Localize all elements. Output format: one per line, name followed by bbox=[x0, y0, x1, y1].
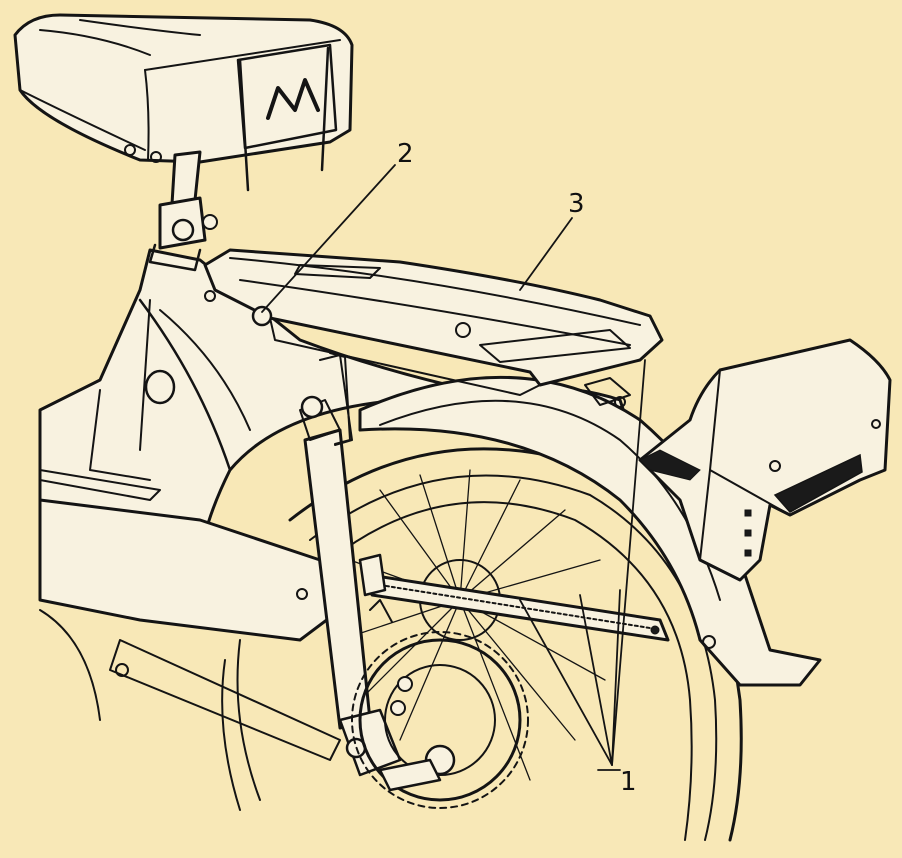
luggage-rack bbox=[203, 248, 664, 445]
leader-line-1c bbox=[579, 594, 613, 766]
rack-stays bbox=[358, 553, 670, 642]
rack-bolt bbox=[455, 322, 471, 338]
tail-light bbox=[638, 338, 892, 582]
sprocket-chain bbox=[351, 599, 529, 809]
callout-label-2: 2 bbox=[397, 139, 414, 169]
leader-line-3 bbox=[519, 217, 573, 291]
rack-fixing-screw bbox=[251, 305, 273, 327]
leader-lines bbox=[261, 164, 646, 771]
m-logo bbox=[266, 78, 320, 120]
seat bbox=[13, 13, 354, 192]
seat-post bbox=[148, 150, 218, 272]
shock-top-mount bbox=[300, 395, 324, 419]
leader-line-1b bbox=[611, 589, 621, 766]
leader-line-1a bbox=[611, 359, 646, 766]
callout-label-1: 1 bbox=[620, 767, 637, 797]
frame-bolt bbox=[144, 369, 176, 405]
reflector bbox=[773, 453, 863, 513]
callout-label-3: 3 bbox=[568, 189, 585, 219]
leader-line-2 bbox=[261, 164, 396, 313]
leader-line-1d bbox=[519, 599, 613, 766]
